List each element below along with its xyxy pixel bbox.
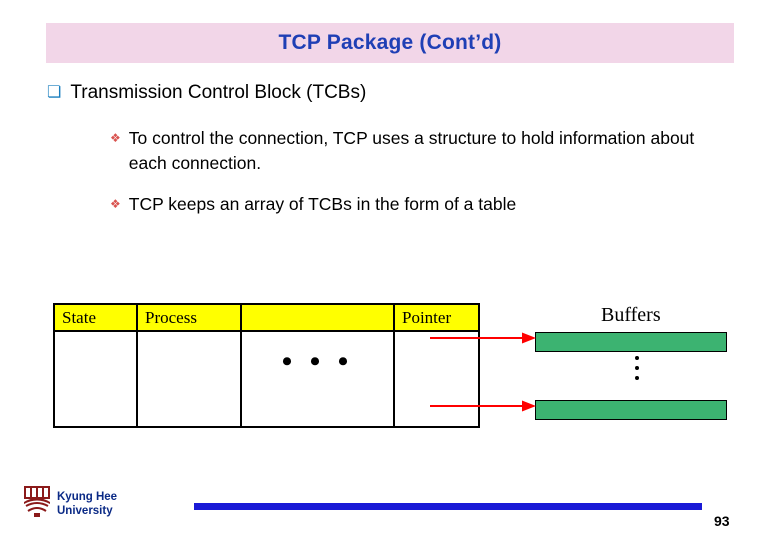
buffers-label: Buffers bbox=[601, 304, 661, 326]
tcb-table: State Process Pointer • • • bbox=[53, 303, 480, 428]
table-header-blank bbox=[242, 305, 395, 332]
table-header-row: State Process Pointer bbox=[55, 305, 478, 332]
bullet-diamond-icon: ❖ bbox=[110, 197, 121, 211]
bullet-level1: ❏ Transmission Control Block (TCBs) bbox=[47, 82, 366, 104]
footer-org-line2: University bbox=[57, 505, 113, 517]
table-header-pointer: Pointer bbox=[395, 305, 478, 332]
footer-divider bbox=[194, 503, 702, 510]
page-title: TCP Package (Cont’d) bbox=[278, 31, 502, 54]
ellipsis-dot bbox=[635, 366, 639, 370]
bullet-level2-second-text: TCP keeps an array of TCBs in the form o… bbox=[128, 194, 517, 214]
table-header-state: State bbox=[55, 305, 138, 332]
table-cell-process bbox=[138, 332, 242, 426]
buffer-box-top bbox=[535, 332, 727, 352]
bullet-level2-first: ❖ To control the connection, TCP uses a … bbox=[110, 126, 730, 176]
table-header-process: Process bbox=[138, 305, 242, 332]
table-cell-middle: • • • bbox=[242, 332, 395, 426]
bullet-diamond-icon: ❖ bbox=[110, 131, 121, 145]
ellipsis-dot bbox=[635, 356, 639, 360]
university-logo-icon bbox=[24, 486, 50, 517]
arrow-to-buffer-bottom bbox=[430, 400, 536, 412]
horizontal-ellipsis: • • • bbox=[281, 345, 354, 378]
ellipsis-dot bbox=[635, 376, 639, 380]
page-number: 93 bbox=[714, 513, 730, 529]
bullet-level2-second: ❖ TCP keeps an array of TCBs in the form… bbox=[110, 192, 730, 217]
buffer-box-bottom bbox=[535, 400, 727, 420]
footer-org-line1: Kyung Hee bbox=[57, 491, 118, 503]
table-row: • • • bbox=[55, 332, 478, 426]
bullet-level1-text: Transmission Control Block (TCBs) bbox=[70, 82, 367, 103]
vertical-ellipsis bbox=[635, 356, 639, 380]
bullet-level2-first-text: To control the connection, TCP uses a st… bbox=[128, 128, 695, 173]
slide-title-banner: TCP Package (Cont’d) bbox=[46, 23, 734, 63]
table-cell-state bbox=[55, 332, 138, 426]
footer-organization: Kyung Hee University bbox=[57, 490, 117, 518]
arrow-to-buffer-top bbox=[430, 332, 536, 344]
bullet-square-icon: ❏ bbox=[47, 82, 62, 101]
